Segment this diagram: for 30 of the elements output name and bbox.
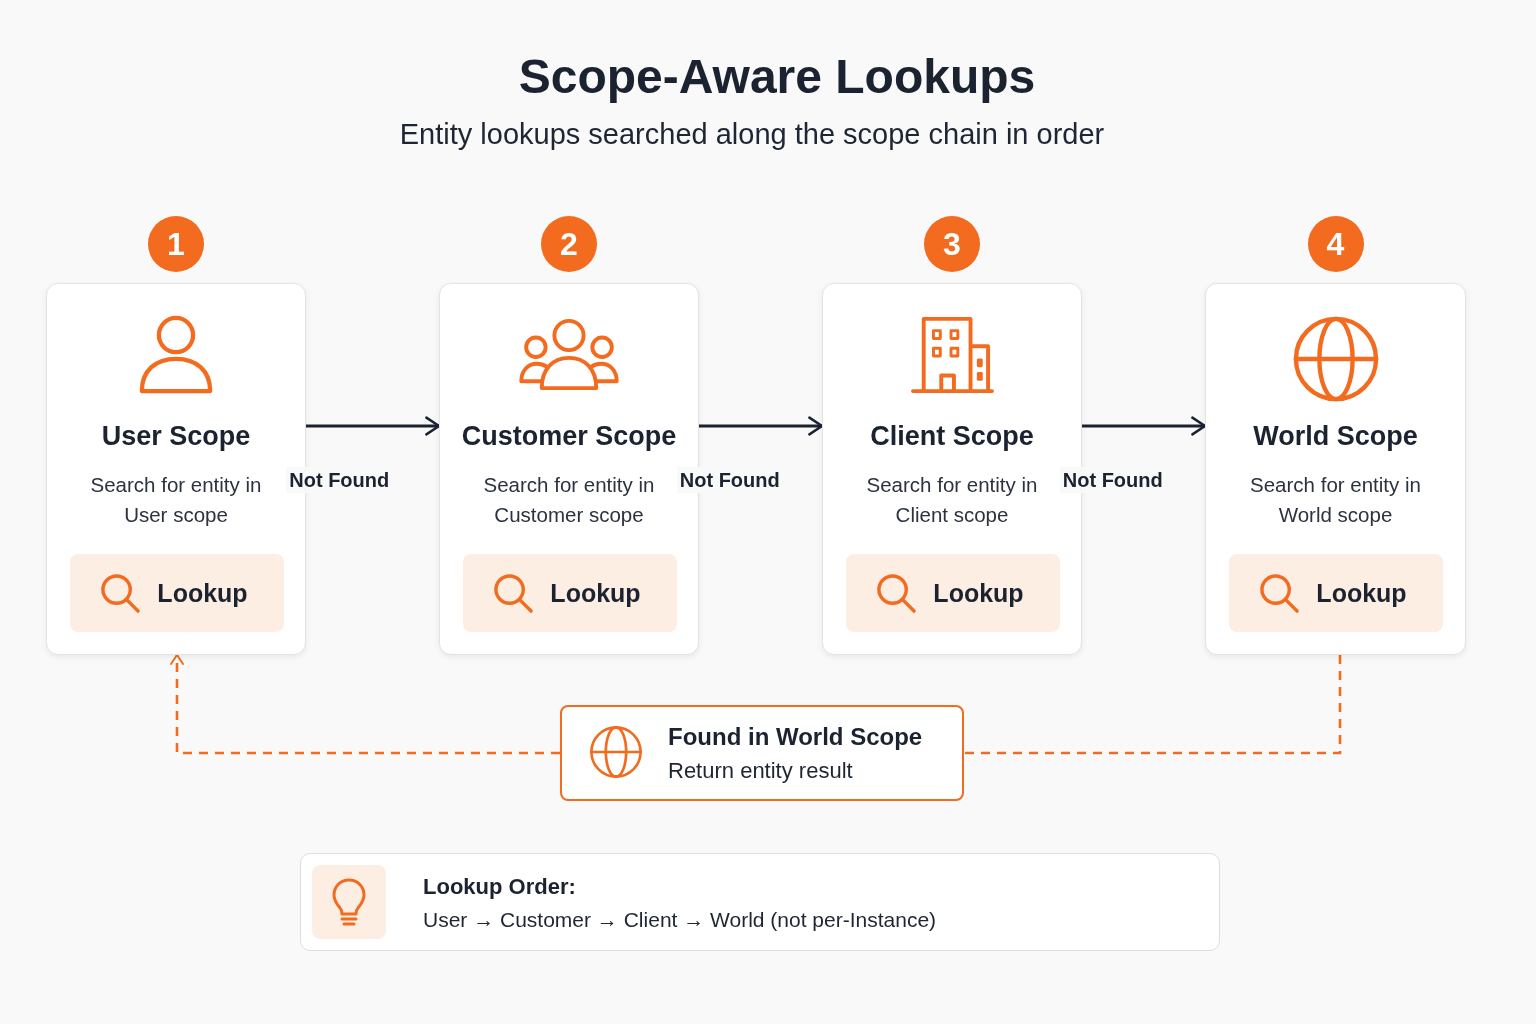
lookup-button: Lookup <box>1229 554 1443 632</box>
title: Scope-Aware Lookups <box>518 49 1036 105</box>
lookup-button: Lookup <box>846 554 1060 632</box>
dashed-arrow <box>170 654 560 755</box>
note-panel <box>300 853 1220 951</box>
card-description: Search for entity in Customer scope <box>482 472 656 528</box>
subtitle: Entity lookups searched along the scope chain in order <box>399 117 1105 152</box>
card-description: Search for entity in Client scope <box>865 472 1039 528</box>
note-text: User → Customer → Client → World (not per-Instance) <box>423 907 937 933</box>
step-number-badge: 1 <box>148 216 204 272</box>
arrow <box>699 416 824 436</box>
arrow <box>1082 416 1207 436</box>
card-description: Search for entity in World scope <box>1249 472 1422 528</box>
lookup-button: Lookup <box>463 554 677 632</box>
card-title: Client Scope <box>870 420 1034 453</box>
result-title: Found in World Scope <box>668 722 923 752</box>
card-title: User Scope <box>101 420 251 453</box>
dashed-connector <box>964 655 1342 755</box>
card-title: World Scope <box>1253 420 1418 453</box>
note-title: Lookup Order: <box>423 873 576 901</box>
step-number-badge: 3 <box>924 216 980 272</box>
arrow <box>306 416 441 436</box>
result-box <box>560 705 964 801</box>
result-description: Return entity result <box>668 757 853 785</box>
lookup-button: Lookup <box>70 554 284 632</box>
scope-card <box>1205 283 1466 655</box>
card-description: Search for entity in User scope <box>89 472 263 528</box>
step-number-badge: 4 <box>1307 216 1364 272</box>
card-title: Customer Scope <box>461 420 677 453</box>
step-number-badge: 2 <box>541 216 597 272</box>
